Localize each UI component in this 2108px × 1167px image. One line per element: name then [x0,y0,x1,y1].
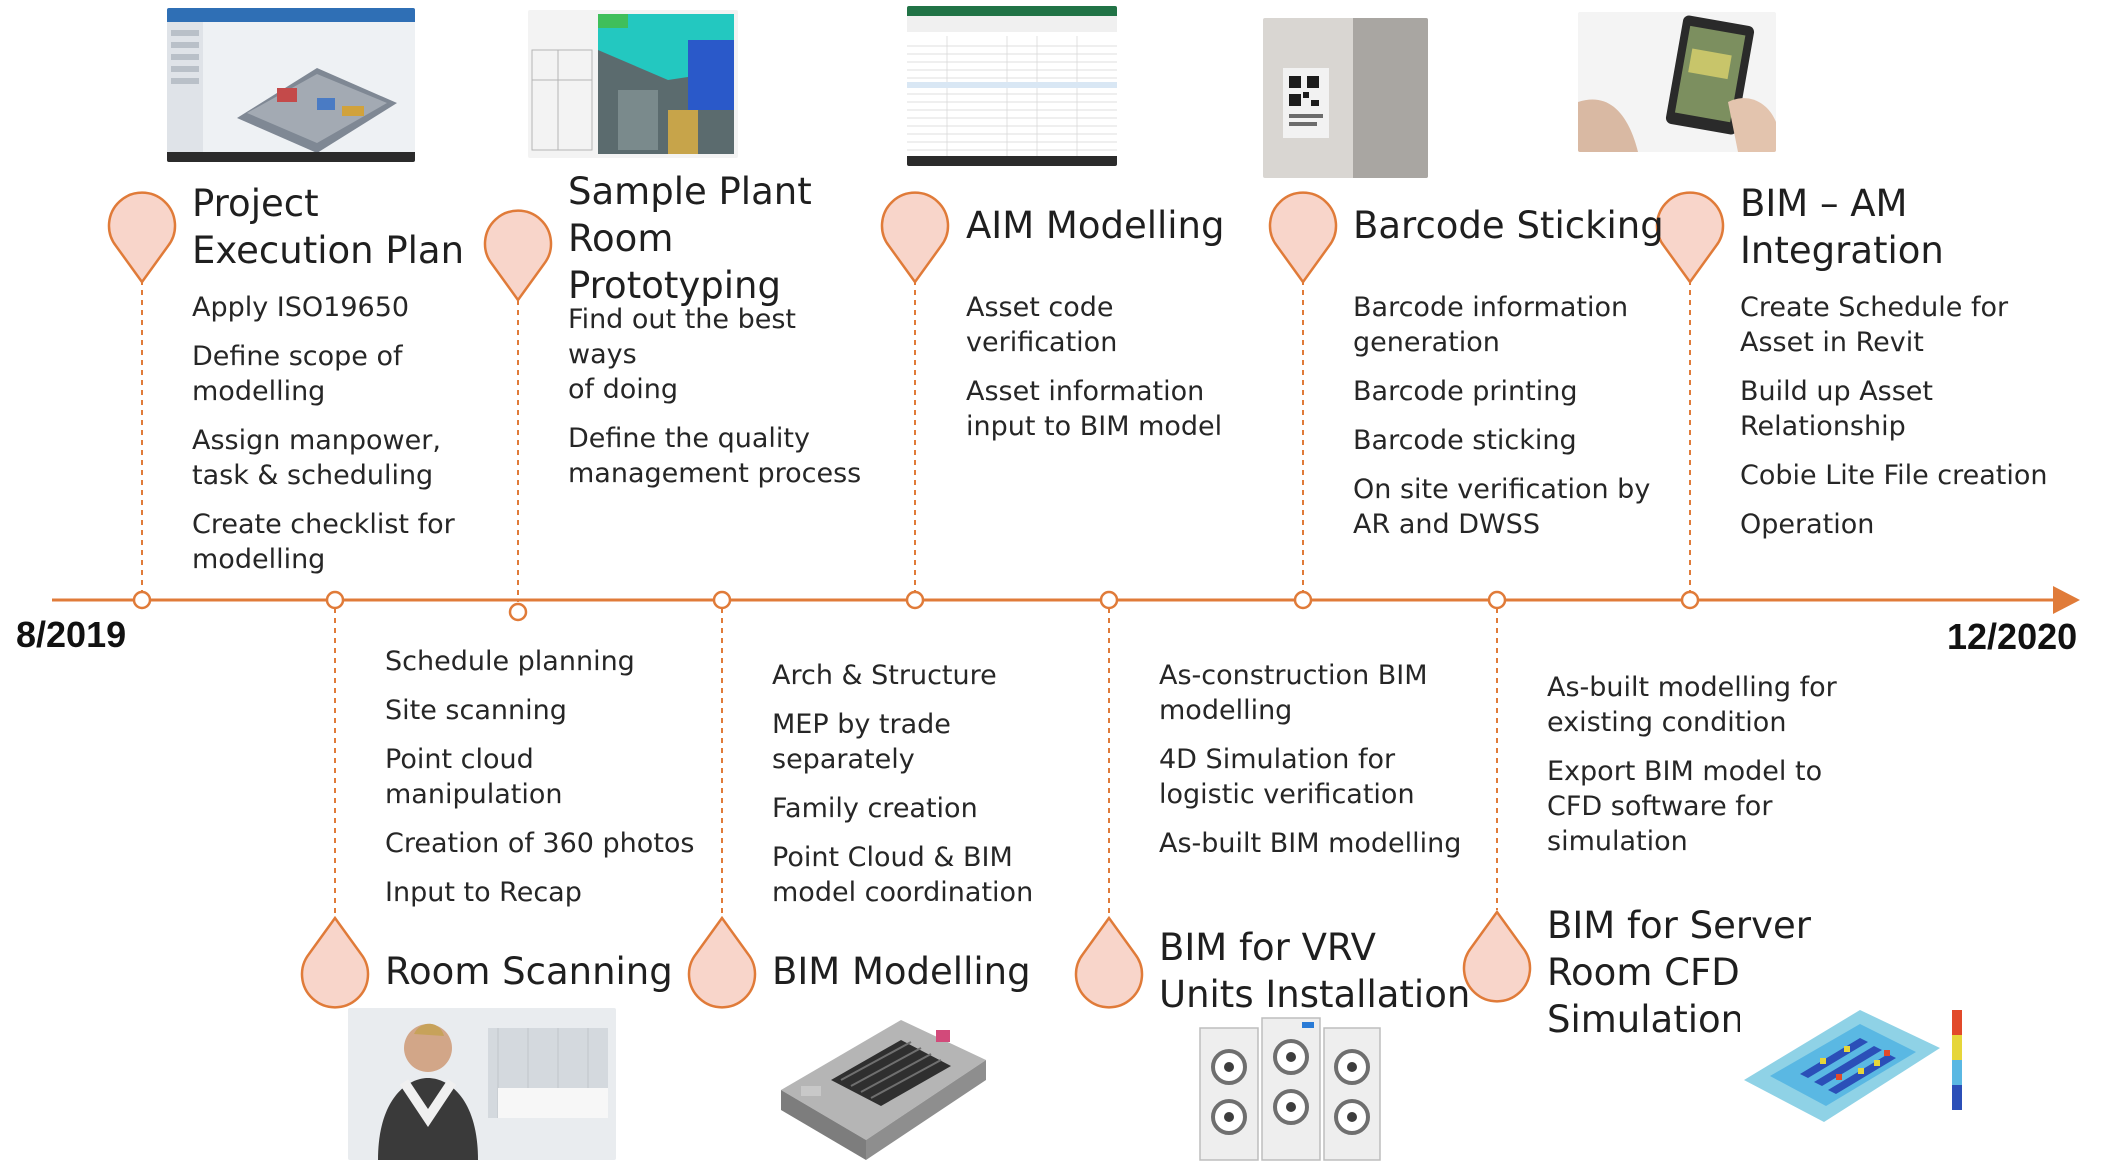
milestone-title-aim: AIM Modelling [966,204,1225,247]
axis-node [1680,590,1700,610]
bullet: Point cloud manipulation [385,744,563,810]
axis-node [1099,590,1119,610]
bullet: Asset information input to BIM model [966,376,1223,442]
milestone-bullets-vrv: As-construction BIM modelling 4D Simulat… [1159,658,1479,875]
axis-node [325,590,345,610]
bim-software-screenshot-image [167,8,415,162]
milestone-title-pep: Project Execution Plan [192,182,465,272]
milestone-title-cfd: BIM for Server Room CFD Simulation [1547,904,1811,1041]
cfd-heatmap-render-image [1740,990,1980,1130]
axis-node [905,590,925,610]
bullet: Find out the best ways of doing [568,304,796,405]
bullet: Barcode printing [1353,376,1578,407]
marker-spp [483,209,553,303]
milestone-title-bm: BIM Modelling [772,950,1031,993]
bim-building-model-image [771,1000,993,1162]
bullet: Assign manpower, task & scheduling [192,425,441,491]
bullet: 4D Simulation for logistic verification [1159,744,1415,810]
marker-vrv [1074,915,1144,1009]
marker-rs [300,915,370,1009]
bullet: Define scope of modelling [192,341,403,407]
axis-node [508,602,528,622]
bullet: Input to Recap [385,877,582,908]
scanner-operator-photo-image [348,1008,616,1160]
bullet: As-built modelling for existing conditio… [1547,672,1837,738]
barcode-label-photo-image [1263,18,1428,178]
plant-room-3d-model-image [528,10,738,158]
marker-bar [1268,191,1338,285]
bullet: Build up Asset Relationship [1740,376,1933,442]
bullet: Creation of 360 photos [385,828,695,859]
bullet: Apply ISO19650 [192,292,410,323]
marker-aim [880,191,950,285]
milestone-title-vrv: BIM for VRV Units Installation [1159,926,1471,1016]
end-date-label: 12/2020 [1947,616,2078,657]
bullet: Point Cloud & BIM model coordination [772,842,1034,908]
milestone-bullets-bm: Arch & Structure MEP by trade separately… [772,658,1092,924]
bullet: Define the quality management process [568,423,862,489]
axis-node [712,590,732,610]
milestone-bullets-rs: Schedule planning Site scanning Point cl… [385,644,705,924]
bullet: MEP by trade separately [772,709,951,775]
bullet: Site scanning [385,695,567,726]
milestone-title-bam: BIM – AM Integration [1740,182,1944,272]
milestone-bullets-bam: Create Schedule for Asset in Revit Build… [1740,290,2080,556]
vrv-outdoor-units-image [1192,1012,1384,1164]
bullet: Operation [1740,509,1875,540]
milestone-bullets-bar: Barcode information generation Barcode p… [1353,290,1663,556]
bullet: Cobie Lite File creation [1740,460,2048,491]
bullet: Barcode sticking [1353,425,1577,456]
milestone-title-bar: Barcode Sticking [1353,204,1664,247]
start-date-label: 8/2019 [16,614,127,655]
asset-spreadsheet-image [907,6,1117,166]
bullet: On site verification by AR and DWSS [1353,474,1651,540]
milestone-title-rs: Room Scanning [385,950,673,993]
bullet: As-built BIM modelling [1159,828,1462,859]
milestone-bullets-aim: Asset code verification Asset informatio… [966,290,1266,458]
marker-cfd [1462,909,1532,1003]
bullet: Asset code verification [966,292,1118,358]
axis-node [1487,590,1507,610]
marker-bm [687,915,757,1009]
bullet: Export BIM model to CFD software for sim… [1547,756,1823,857]
milestone-bullets-spp: Find out the best ways of doing Define t… [568,302,868,505]
marker-bam [1655,191,1725,285]
tablet-in-hand-photo-image [1578,12,1776,152]
bullet: As-construction BIM modelling [1159,660,1428,726]
bullet: Family creation [772,793,978,824]
timeline-arrowhead [2053,586,2080,614]
bullet: Barcode information generation [1353,292,1629,358]
marker-pep [107,191,177,285]
axis-node [132,590,152,610]
bullet: Schedule planning [385,646,635,677]
milestone-bullets-cfd: As-built modelling for existing conditio… [1547,670,1867,873]
axis-node [1293,590,1313,610]
bullet: Arch & Structure [772,660,997,691]
bullet: Create Schedule for Asset in Revit [1740,292,2009,358]
bullet: Create checklist for modelling [192,509,455,575]
milestone-bullets-pep: Apply ISO19650 Define scope of modelling… [192,290,462,591]
milestone-title-spp: Sample Plant Room Prototyping [568,170,812,307]
